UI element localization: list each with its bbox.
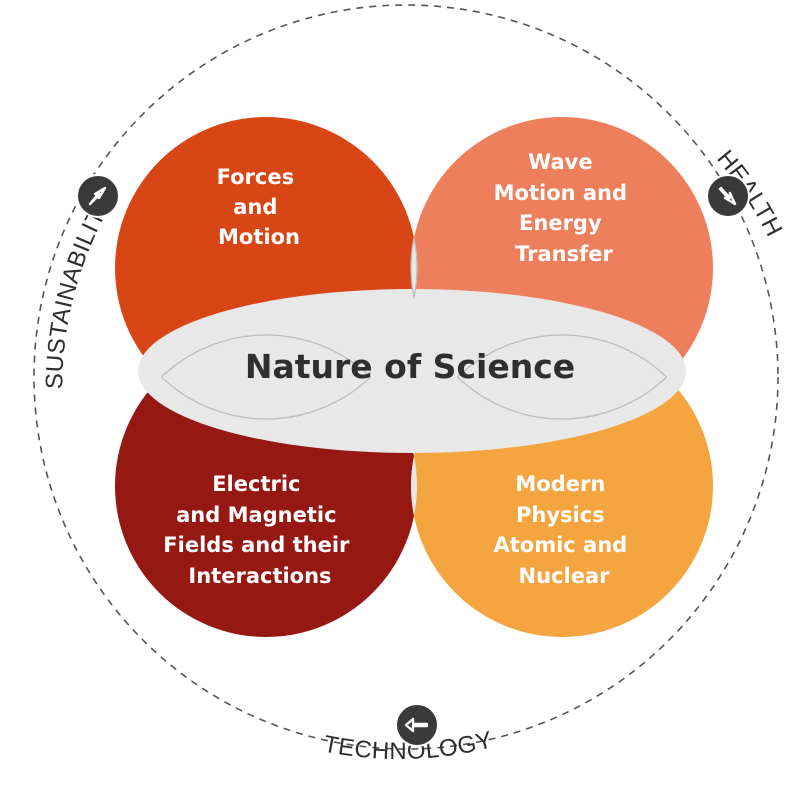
center-lens <box>138 289 686 453</box>
modern-label-line-3: Atomic and <box>493 533 627 557</box>
arrow-left-icon <box>395 703 439 747</box>
center-title: Nature of Science <box>245 347 575 386</box>
electric-label-line-3: Fields and their <box>163 533 350 557</box>
overlap-outlines <box>115 117 713 420</box>
outer-dashed-ring <box>33 4 779 750</box>
waves-label-line-3: Energy <box>519 211 602 235</box>
arrow-down-right-icon <box>706 174 750 218</box>
electric-label-line-4: Interactions <box>188 564 331 588</box>
waves-label-line-4: Transfer <box>515 242 613 266</box>
electric-label: Electric and Magnetic Fields and their I… <box>163 472 356 588</box>
forces-label-line-3: Motion <box>218 225 300 249</box>
sustainability-label-text: SUSTAINABILITY <box>41 189 118 389</box>
forces-label-line-1: Forces <box>217 165 294 189</box>
waves-label: Wave Motion and Energy Transfer <box>494 150 635 266</box>
sustainability-label: SUSTAINABILITY <box>41 189 119 389</box>
modern-label-line-1: Modern <box>515 472 605 496</box>
electric-label-line-2: and Magnetic <box>176 503 336 527</box>
modern-label-line-4: Nuclear <box>519 564 611 588</box>
electric-label-line-1: Electric <box>212 472 300 496</box>
modern-label-line-2: Physics <box>516 503 605 527</box>
forces-label-line-2: and <box>233 195 277 219</box>
waves-label-line-1: Wave <box>528 150 593 174</box>
arrow-up-right-icon <box>76 174 120 218</box>
modern-label: Modern Physics Atomic and Nuclear <box>493 472 634 588</box>
forces-label: Forces and Motion <box>217 165 302 249</box>
waves-label-line-2: Motion and <box>494 181 627 205</box>
